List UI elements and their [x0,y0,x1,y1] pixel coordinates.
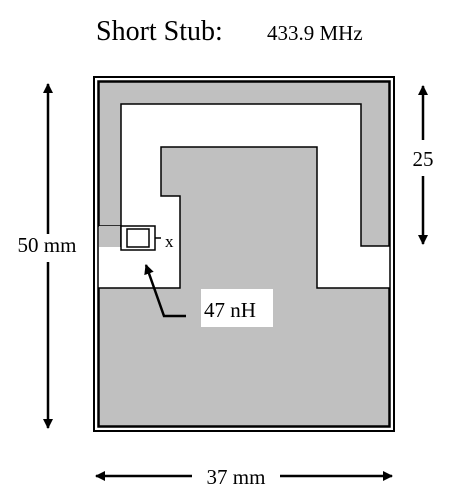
stub-dimension-label: 25 [413,147,434,171]
inductor-callout-box [201,289,273,327]
width-dimension-label: 37 mm [207,465,266,489]
title-label: Short Stub: [96,16,223,47]
feed-stub-segment [99,226,121,247]
inductor-pointer-arrow [144,264,186,318]
inductor-core [126,228,150,248]
feed-marker-label: x [165,232,174,251]
board-inner-outline [97,80,391,428]
inductor-label: 47 nH [204,298,256,322]
patch-element [98,146,390,427]
title-frequency: 433.9 MHz [267,21,363,45]
height-dimension-label: 50 mm [18,233,77,257]
